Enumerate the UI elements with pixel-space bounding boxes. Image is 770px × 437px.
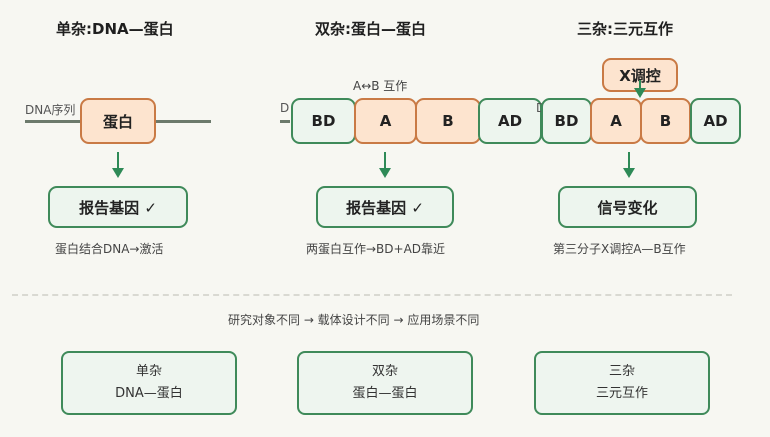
panel3-segment-a: A xyxy=(590,98,642,144)
panel2-arrow-head xyxy=(379,168,391,178)
panel2-segment-a-label: A xyxy=(379,112,392,130)
summary-box-three-subtitle: 三元互作 xyxy=(595,386,648,401)
panel2-reporter-box: 报告基因 ✓ xyxy=(316,186,454,228)
panel2-reporter-label: 报告基因 ✓ xyxy=(346,198,424,217)
summary-box-single-subtitle: DNA—蛋白 xyxy=(115,386,183,401)
summary-box-single-hybrid: 单杂 DNA—蛋白 xyxy=(61,351,237,415)
panel3-arrow-shaft xyxy=(628,152,630,168)
summary-box-three-hybrid: 三杂 三元互作 xyxy=(534,351,710,415)
panel3-x-arrow-head xyxy=(634,88,646,98)
summary-box-two-hybrid: 双杂 蛋白—蛋白 xyxy=(297,351,473,415)
panel2-dna-label-fragment: D xyxy=(280,101,290,115)
summary-box-single-title: 单杂 xyxy=(135,364,162,379)
panel2-segment-ad: AD xyxy=(478,98,542,144)
panel3-reporter-label: 信号变化 xyxy=(597,198,658,217)
panel3-segment-ad-label: AD xyxy=(703,112,728,130)
panel1-protein-box: 蛋白 xyxy=(80,98,156,144)
panel1-caption: 蛋白结合DNA→激活 xyxy=(55,242,164,256)
panel2-segment-a: A xyxy=(354,98,417,144)
panel3-title: 三杂:三元互作 xyxy=(577,20,673,38)
panel3-segment-bd-label: BD xyxy=(554,112,579,130)
panel3-segment-b-label: B xyxy=(659,112,672,130)
summary-box-three-title: 三杂 xyxy=(608,364,635,379)
panel2-caption: 两蛋白互作→BD+AD靠近 xyxy=(306,242,446,256)
panel3-x-regulator-label: X调控 xyxy=(619,66,661,85)
panel1-reporter-box: 报告基因 ✓ xyxy=(48,186,188,228)
panel3-x-arrow-shaft xyxy=(639,80,641,88)
panel3-arrow-head xyxy=(623,168,635,178)
summary-text: 研究对象不同 → 载体设计不同 → 应用场景不同 xyxy=(228,313,480,327)
panel3-segment-ad: AD xyxy=(690,98,741,144)
section-divider xyxy=(12,294,732,296)
panel1-arrow-head xyxy=(112,168,124,178)
summary-box-two-title: 双杂 xyxy=(371,364,398,379)
panel1-title: 单杂:DNA—蛋白 xyxy=(56,20,174,38)
panel2-dna-strand xyxy=(280,120,290,123)
panel3-dna-label-fragment: D xyxy=(536,101,545,115)
panel2-title: 双杂:蛋白—蛋白 xyxy=(315,20,426,38)
panel2-segment-bd-label: BD xyxy=(311,112,336,130)
panel2-arrow-shaft xyxy=(384,152,386,168)
summary-box-two-subtitle: 蛋白—蛋白 xyxy=(352,386,418,401)
panel1-dna-label: DNA序列 xyxy=(25,103,76,117)
panel2-segment-ad-label: AD xyxy=(497,112,523,130)
panel3-caption: 第三分子X调控A—B互作 xyxy=(553,242,686,256)
panel2-segment-bd: BD xyxy=(291,98,356,144)
panel1-arrow-shaft xyxy=(117,152,119,168)
panel2-segment-b: B xyxy=(415,98,481,144)
panel3-segment-a-label: A xyxy=(610,112,622,130)
panel2-interaction-label: A↔B 互作 xyxy=(353,79,408,93)
panel1-reporter-label: 报告基因 ✓ xyxy=(79,198,157,217)
panel3-segment-bd: BD xyxy=(541,98,592,144)
panel2-segment-b-label: B xyxy=(442,112,454,130)
panel1-protein-label: 蛋白 xyxy=(102,112,133,131)
panel3-segment-b: B xyxy=(640,98,691,144)
panel3-reporter-box: 信号变化 xyxy=(558,186,697,228)
